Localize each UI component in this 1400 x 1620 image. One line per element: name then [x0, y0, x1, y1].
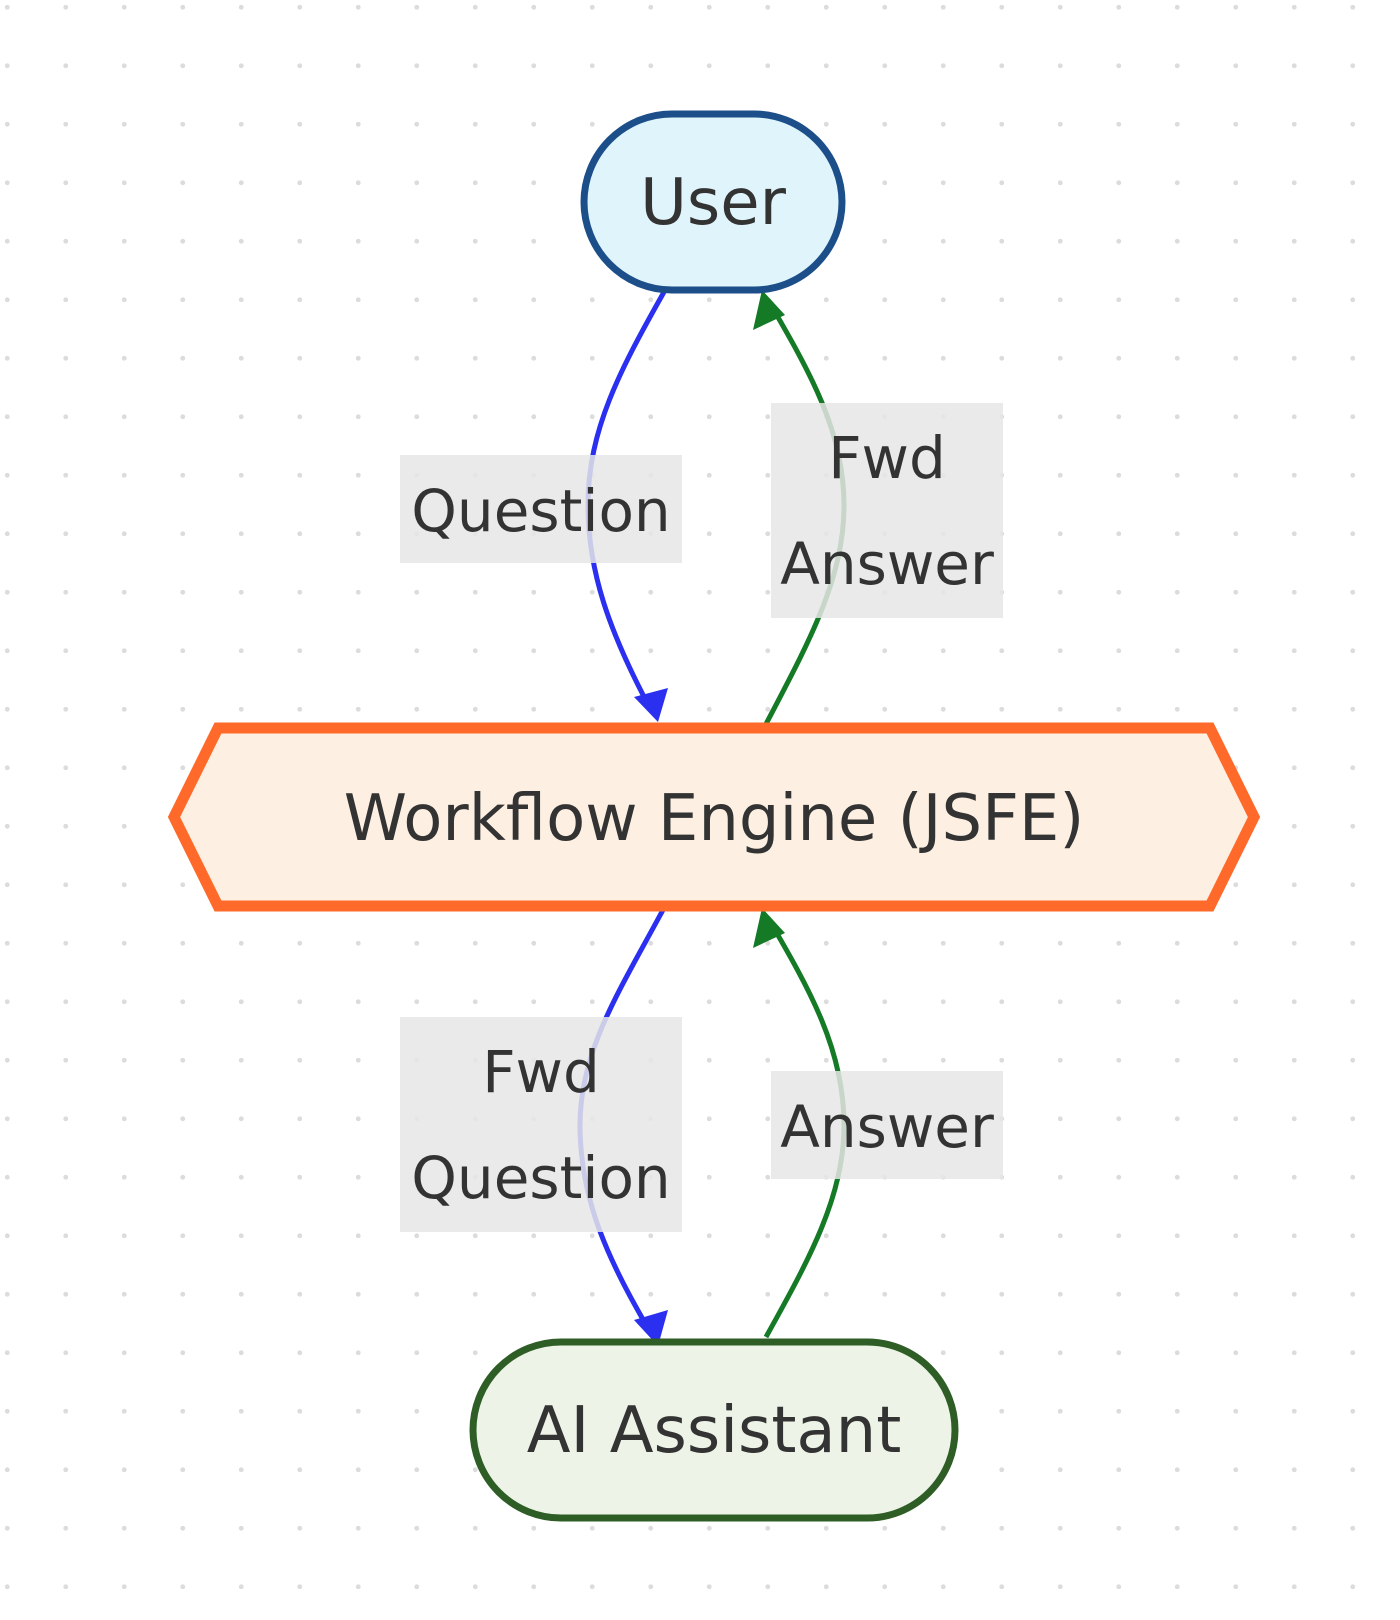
- edge-answer-arrowhead: [753, 908, 785, 948]
- edge-label-background: [400, 1017, 682, 1232]
- edge-label-fwd-question: Fwd Question: [400, 1017, 682, 1232]
- node-workflow-engine[interactable]: Workflow Engine (JSFE): [167, 722, 1261, 912]
- edge-label-text: Answer: [780, 1093, 994, 1161]
- edge-label-text: Question: [411, 477, 670, 545]
- edge-label-fwd-answer: Fwd Answer: [771, 403, 1003, 618]
- edge-label-text-line-2: Answer: [780, 530, 994, 598]
- edge-label-background: [771, 403, 1003, 618]
- node-ai-assistant[interactable]: AI Assistant: [469, 1338, 959, 1522]
- node-workflow-engine-shape: [167, 722, 1261, 912]
- edge-label-answer: Answer: [771, 1071, 1003, 1179]
- edge-question-arrowhead: [634, 688, 668, 722]
- edge-label-question: Question: [400, 455, 682, 563]
- edge-label-text-line-1: Fwd: [828, 424, 946, 492]
- node-user-label: User: [640, 166, 787, 240]
- node-ai-assistant-shape: [469, 1338, 959, 1522]
- edge-fwd-answer-arrowhead: [753, 290, 785, 330]
- edge-fwd-question-arrowhead: [634, 1310, 668, 1346]
- edge-label-text-line-1: Fwd: [482, 1038, 600, 1106]
- node-ai-assistant-label: AI Assistant: [527, 1394, 902, 1468]
- node-user[interactable]: User: [580, 110, 846, 294]
- edge-label-text-line-2: Question: [411, 1144, 670, 1212]
- edge-label-background: [771, 1071, 1003, 1179]
- node-workflow-engine-label: Workflow Engine (JSFE): [344, 782, 1085, 856]
- node-user-shape: [580, 110, 846, 294]
- edge-label-background: [400, 455, 682, 563]
